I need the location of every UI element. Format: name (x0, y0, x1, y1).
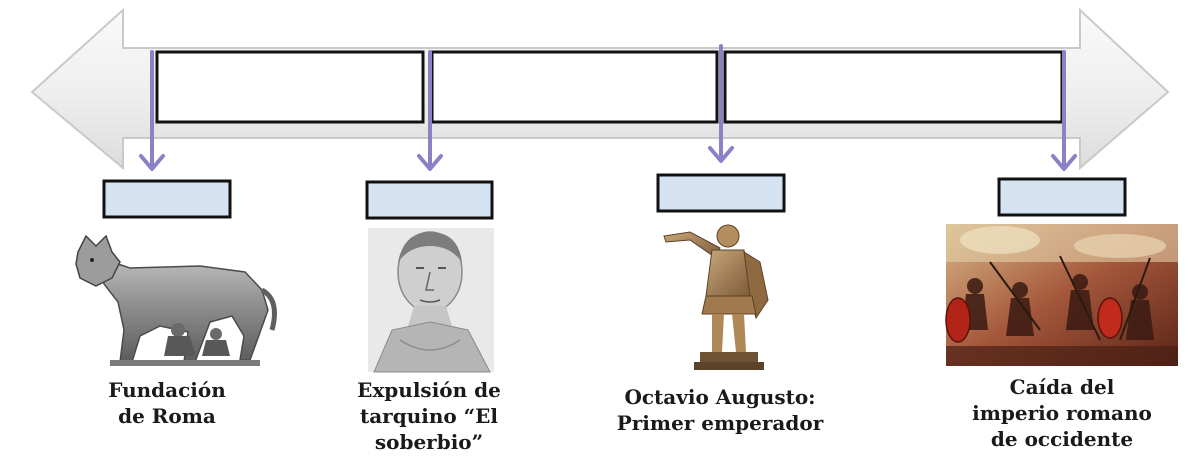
capitoline-wolf-image (75, 234, 277, 366)
caption-line: Primer emperador (616, 411, 824, 435)
connector-arrow-1 (139, 50, 165, 171)
period-box-1 (155, 50, 425, 124)
date-box-3 (656, 173, 786, 213)
caption-line: imperio romano (972, 401, 1152, 425)
caption-line: de Roma (118, 404, 216, 428)
event-caption-3: Octavio Augusto: Primer emperador (585, 384, 855, 436)
caption-line: tarquino “El (359, 404, 499, 428)
date-box-1 (102, 179, 232, 219)
tarquin-bust-image (368, 228, 494, 373)
period-box-2 (430, 50, 719, 124)
event-caption-2: Expulsión de tarquino “El soberbio” (334, 377, 524, 455)
connector-arrow-3 (708, 44, 734, 163)
augustus-statue-image (663, 224, 769, 370)
caption-line: de occidente (990, 427, 1134, 451)
event-caption-1: Fundación de Roma (92, 377, 242, 429)
battle-scene-image (945, 224, 1178, 366)
connector-arrow-2 (417, 50, 443, 171)
caption-line: Expulsión de (357, 378, 501, 402)
date-box-4 (997, 177, 1127, 217)
caption-line: Caída del (1009, 375, 1115, 399)
caption-line: soberbio” (374, 430, 484, 454)
connector-arrow-4 (1051, 50, 1077, 171)
period-box-3 (723, 50, 1064, 124)
caption-line: Octavio Augusto: (624, 385, 816, 409)
caption-line: Fundación (108, 378, 226, 402)
event-caption-4: Caída del imperio romano de occidente (955, 374, 1169, 452)
date-box-2 (365, 180, 494, 220)
